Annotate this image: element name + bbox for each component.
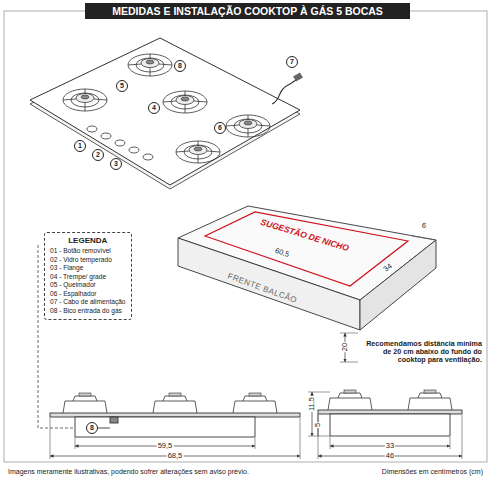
units-note: Dimensões em centímetros (cm)	[382, 468, 483, 476]
legend-heading: LEGENDA	[50, 236, 126, 245]
legend-entry: 04 - Trempe/ grade	[50, 273, 126, 282]
callout-number: 4	[148, 102, 160, 114]
ventilation-note: Recomendamos distância mínima de 20 cm a…	[362, 340, 482, 364]
callout-number: 7	[286, 56, 298, 68]
dimension: 11,5	[308, 396, 316, 412]
side-view	[308, 390, 462, 459]
title-bar: MEDIDAS E INSTALAÇÃO COOKTOP À GÁS 5 BOC…	[85, 3, 410, 19]
dimension: 59,5	[157, 442, 174, 450]
callout-number: 2	[92, 149, 104, 161]
dimension: 5	[314, 422, 322, 428]
dimension: 20	[341, 342, 349, 352]
legend-entry: 06 - Espalhador	[50, 290, 126, 299]
cooktop-iso	[30, 38, 303, 189]
legend-entry: 08 - Bico entrada do gás	[50, 307, 126, 316]
callout-number: 1	[74, 140, 86, 152]
dimension: 6	[420, 221, 428, 230]
legend-entry: 01 - Botão removível	[50, 247, 126, 256]
callout-number: 5	[116, 80, 128, 92]
callout-number: 6	[214, 122, 226, 134]
dimension: 68,5	[167, 452, 184, 460]
legend-entry: 05 - Queimador	[50, 281, 126, 290]
callout-number: 3	[110, 158, 122, 170]
legend-entry: 07 - Cabo de alimentação	[50, 298, 126, 307]
countertop	[178, 206, 436, 362]
callout-number: 8	[86, 422, 98, 434]
legend-entry: 03 - Flange	[50, 264, 126, 273]
legend-box: LEGENDA 01 - Botão removível02 - Vidro te…	[44, 232, 132, 320]
callout-number: 8	[174, 60, 186, 72]
dimension: 46	[385, 452, 395, 460]
legend-entry: 02 - Vidro temperado	[50, 256, 126, 265]
frame	[4, 11, 487, 462]
caption: Imagens meramente ilustrativas, podendo …	[8, 468, 249, 476]
dimension: 33	[385, 442, 395, 450]
front-view	[50, 393, 300, 459]
